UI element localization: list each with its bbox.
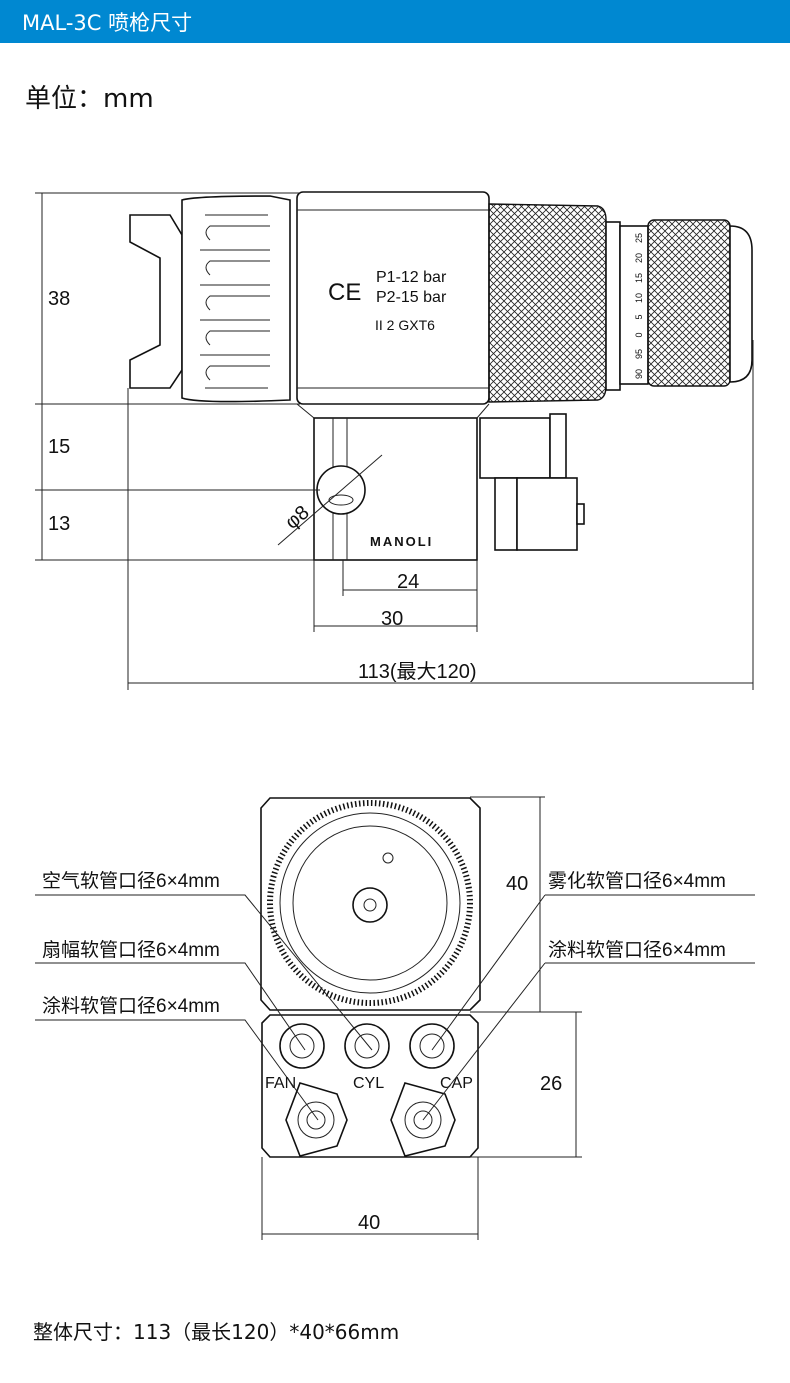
air-fitting xyxy=(479,417,551,479)
air-cap xyxy=(129,214,183,389)
dim-total-length: 113(最大120) xyxy=(358,660,477,683)
center-screw xyxy=(352,887,388,923)
page-title: MAL-3C 喷枪尺寸 xyxy=(22,11,193,35)
callout-air-hose: 空气软管口径6×4mm xyxy=(42,870,220,892)
title-bar: MAL-3C 喷枪尺寸 xyxy=(0,0,790,43)
pressure-p2: P2-15 bar xyxy=(376,289,447,306)
diameter-label: φ8 xyxy=(281,501,314,533)
scale-labels: 25 20 15 10 5 0 95 90 xyxy=(634,233,644,379)
svg-text:0: 0 xyxy=(634,332,644,337)
knurled-adjuster xyxy=(488,203,607,403)
svg-text:90: 90 xyxy=(634,369,644,379)
dim-width-40: 40 xyxy=(358,1212,380,1234)
dim-height-40: 40 xyxy=(506,873,528,895)
dim-height-38: 38 xyxy=(48,288,70,310)
brand-logo: MANOLI xyxy=(370,534,433,549)
side-view: CE P1-12 bar P2-15 bar II 2 GXT6 25 20 1… xyxy=(35,191,754,690)
ring-grooves xyxy=(200,214,270,389)
fine-adjust-knob xyxy=(647,219,731,387)
svg-text:15: 15 xyxy=(634,273,644,283)
dim-width-24: 24 xyxy=(397,571,419,593)
callout-fan-hose: 扇幅软管口径6×4mm xyxy=(42,939,220,961)
unit-label: 单位：mm xyxy=(25,84,154,114)
port-label-cyl: CYL xyxy=(353,1075,384,1092)
callout-atomizing-hose: 雾化软管口径6×4mm xyxy=(548,870,726,892)
dim-height-26: 26 xyxy=(540,1073,562,1095)
micrometer-scale xyxy=(619,225,649,385)
svg-text:25: 25 xyxy=(634,233,644,243)
adjuster-collar xyxy=(605,221,621,391)
atex-marking: II 2 GXT6 xyxy=(375,317,435,333)
retaining-ring xyxy=(181,195,291,403)
overall-dimensions: 整体尺寸：113（最长120）*40*66mm xyxy=(33,1320,400,1344)
svg-text:10: 10 xyxy=(634,293,644,303)
svg-text:20: 20 xyxy=(634,253,644,263)
dim-height-15: 15 xyxy=(48,436,70,458)
svg-text:95: 95 xyxy=(634,349,644,359)
hex-nut xyxy=(494,477,518,551)
knob-end-cap xyxy=(729,225,753,383)
ce-mark: CE xyxy=(328,279,361,306)
bottom-view: FAN CYL CAP 空气软管口径6×4mm 扇幅软管口径6×4mm 涂料软管… xyxy=(35,796,755,1240)
callout-paint-hose-left: 涂料软管口径6×4mm xyxy=(42,995,220,1017)
fluid-fitting xyxy=(516,477,578,551)
svg-text:5: 5 xyxy=(634,314,644,319)
pressure-p1: P1-12 bar xyxy=(376,269,447,286)
callout-paint-hose-right: 涂料软管口径6×4mm xyxy=(548,939,726,961)
dim-height-13: 13 xyxy=(48,513,70,535)
dim-width-30: 30 xyxy=(381,608,403,630)
side-dimensions: 38 15 13 24 30 113(最大120) xyxy=(35,192,754,690)
